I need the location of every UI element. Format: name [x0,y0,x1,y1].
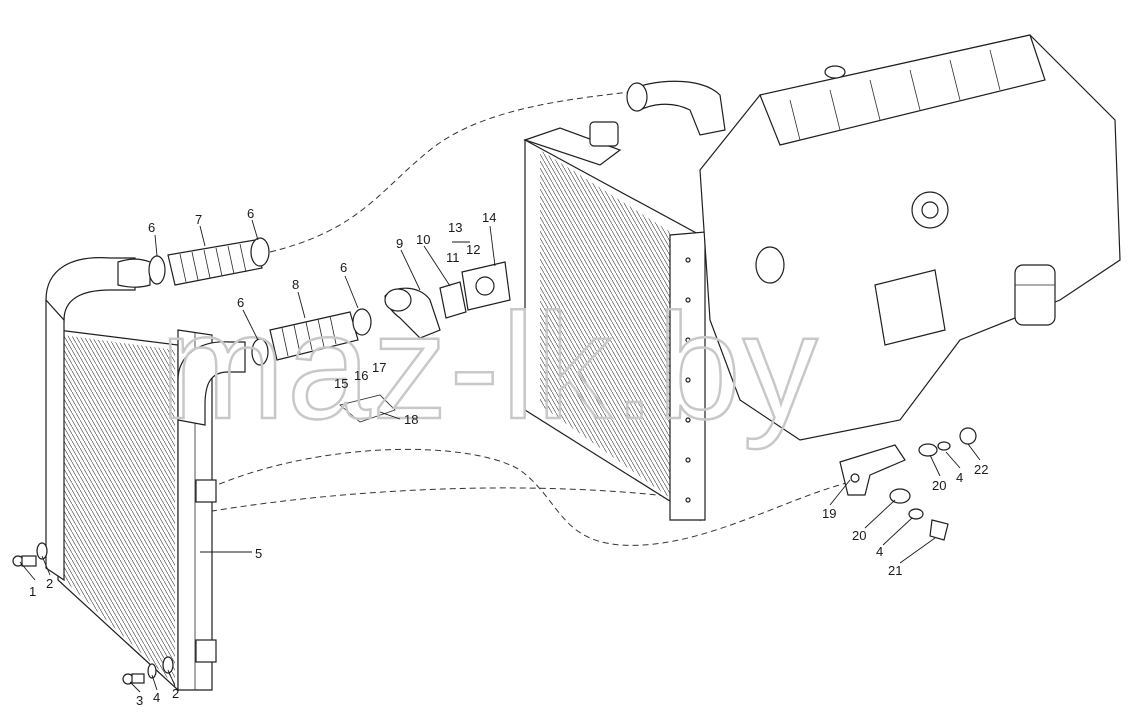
callout-6-lower-left: 6 [237,295,244,310]
callout-8: 8 [292,277,299,292]
callout-labels: 1 2 3 4 2 5 6 7 6 6 6 8 9 10 11 12 13 14… [29,206,988,708]
callout-11: 11 [446,250,460,265]
hose-corrugation [179,243,247,283]
callout-5: 5 [255,546,262,561]
assembly-dashed-lines [64,91,851,546]
callout-6-lower-right: 6 [340,260,347,275]
valve-cover-fins [789,49,1001,141]
callout-17: 17 [372,360,386,375]
callout-10: 10 [416,232,430,247]
callout-2-lower: 2 [172,686,179,701]
upper-hose-assembly [117,237,270,288]
turbo-elbow-assembly [339,261,511,423]
callout-4-upper: 4 [956,470,963,485]
intercooler-fasteners [12,542,174,685]
callout-22: 22 [974,462,988,477]
intercooler-radiator [45,257,246,692]
engine-block [626,34,1121,441]
callout-16: 16 [354,368,368,383]
callout-20-lower: 20 [852,528,866,543]
callout-20-upper: 20 [932,478,946,493]
callout-19: 19 [822,506,836,521]
callout-4-lower: 4 [876,544,883,559]
callout-18: 18 [404,412,418,427]
callout-13: 13 [448,220,462,235]
watermark-text: maz-lk.by [160,282,820,450]
callout-21: 21 [888,563,902,578]
callout-14: 14 [482,210,496,225]
callout-6-left: 6 [148,220,155,235]
callout-3: 3 [136,693,143,708]
leader-lines [19,219,981,693]
callout-12: 12 [466,242,480,257]
callout-1: 1 [29,584,36,599]
lower-hose-assembly [251,308,372,366]
callout-7: 7 [195,212,202,227]
callout-6-right: 6 [247,206,254,221]
engine-mount-assembly [839,427,977,541]
engine-radiator [523,121,706,522]
callout-2: 2 [46,576,53,591]
callout-15: 15 [334,376,348,391]
callout-9: 9 [396,236,403,251]
lower-hose-corrugation [281,315,337,357]
callout-4: 4 [153,690,160,705]
radiator-side-holes [685,257,691,503]
